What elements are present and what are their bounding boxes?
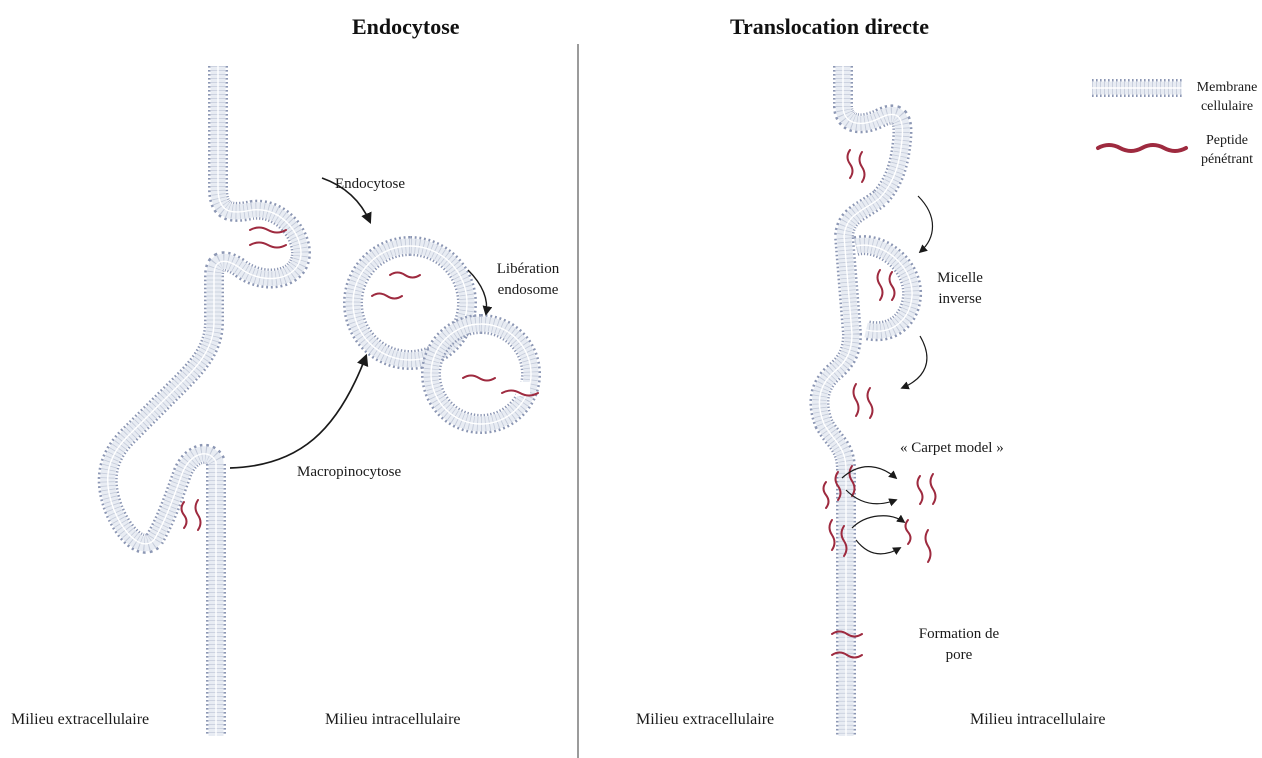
- peptide-endosome-2: [372, 294, 402, 299]
- peptide-carpet-inside-4: [926, 530, 931, 562]
- legend-peptide-swatch: [1098, 145, 1186, 151]
- left-extracellular-label: Milieu extracellulaire: [11, 711, 149, 729]
- peptide-endosome-1: [390, 273, 420, 278]
- legend-membrane-label: Membrane cellulaire: [1195, 78, 1259, 116]
- micelle-arrow-out: [902, 336, 927, 388]
- left-cell-membrane: [108, 66, 301, 736]
- endocytose-label: Endocytose: [335, 176, 405, 193]
- right-intracellular-label: Milieu intracellulaire: [970, 711, 1106, 729]
- peptide-pocket-2: [250, 243, 286, 248]
- peptide-carpet-1: [824, 482, 829, 508]
- liberation-label-line1: Libération: [483, 259, 573, 280]
- peptide-micelle-1: [878, 270, 883, 300]
- inverse-micelle: [856, 245, 912, 331]
- legend-membrane-line1: Membrane: [1195, 78, 1259, 97]
- legend-peptide-line1: Peptide: [1195, 131, 1259, 150]
- right-panel-title: Translocation directe: [730, 14, 929, 40]
- legend-membrane-line2: cellulaire: [1195, 97, 1259, 116]
- peptide-releasing: [463, 376, 495, 381]
- left-panel-title: Endocytose: [352, 14, 460, 40]
- peptide-carpet-inside-3: [906, 520, 911, 544]
- releasing-endosome: [431, 324, 531, 424]
- liberation-endosome-label: Libération endosome: [483, 259, 573, 301]
- peptide-bulge-2: [860, 152, 865, 182]
- micelle-label-line1: Micelle: [925, 268, 995, 289]
- peptide-macropino-1: [182, 502, 187, 528]
- liberation-label-line2: endosome: [483, 280, 573, 301]
- peptide-carpet-4: [830, 520, 835, 550]
- legend-peptide-line2: pénétrant: [1195, 150, 1259, 169]
- peptide-carpet-inside-2: [931, 474, 936, 504]
- pore-label-line2: pore: [904, 645, 1014, 666]
- micelle-arrow-in: [918, 196, 933, 252]
- right-extracellular-label: Milieu extracellulaire: [636, 711, 774, 729]
- formation-pore-label: Formation de pore: [904, 624, 1014, 666]
- peptide-bulge-1: [848, 150, 853, 178]
- pore-label-line1: Formation de: [904, 624, 1014, 645]
- carpet-arrow-4: [856, 540, 900, 554]
- macropinocytose-arrow: [230, 356, 366, 468]
- micelle-inverse-label: Micelle inverse: [925, 268, 995, 310]
- peptide-released-2: [868, 388, 873, 418]
- macropinocytose-label: Macropinocytose: [297, 464, 401, 481]
- carpet-model-label: « Carpet model »: [900, 440, 1004, 457]
- left-intracellular-label: Milieu intracellulaire: [325, 711, 461, 729]
- peptide-macropino-2: [196, 500, 201, 530]
- peptide-pocket-1: [250, 228, 286, 233]
- peptide-carpet-inside-1: [918, 476, 923, 504]
- peptide-released-1: [854, 384, 859, 416]
- micelle-label-line2: inverse: [925, 289, 995, 310]
- legend-peptide-label: Peptide pénétrant: [1195, 131, 1259, 169]
- peptide-micelle-2: [890, 272, 895, 300]
- carpet-arrow-3: [852, 516, 904, 528]
